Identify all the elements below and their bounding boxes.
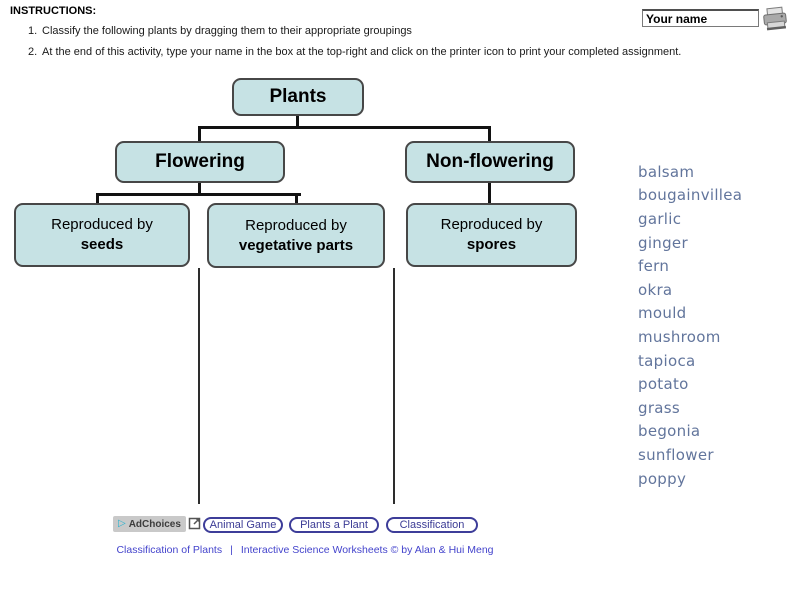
node-label-line2: vegetative parts [238, 236, 354, 254]
node-nonflowering[interactable]: Non-flowering [405, 141, 575, 183]
plant-item-okra[interactable]: okra [638, 280, 673, 299]
connector-level1-horizontal [198, 126, 491, 129]
instruction-number: 2. [28, 46, 38, 58]
footer-separator: | [230, 544, 233, 556]
connector-to-nonflowering [488, 126, 491, 142]
plant-item-sunflower[interactable]: sunflower [638, 445, 714, 464]
plant-item-bougainvillea[interactable]: bougainvillea [638, 186, 743, 205]
printer-icon[interactable] [760, 5, 791, 34]
column-divider-left [198, 268, 200, 504]
instruction-item-2: 2. At the end of this activity, type your… [28, 46, 681, 58]
adchoices-label: AdChoices [128, 518, 181, 530]
plant-item-tapioca[interactable]: tapioca [638, 351, 696, 370]
node-label: Flowering [155, 151, 245, 172]
node-label-line2: seeds [80, 236, 124, 253]
connector-to-seeds [96, 193, 99, 204]
plant-item-ginger[interactable]: ginger [638, 233, 688, 252]
nav-button-plants-a-plant[interactable]: Plants a Plant [289, 517, 379, 533]
plant-item-fern[interactable]: fern [638, 257, 670, 276]
nav-button-classification[interactable]: Classification [386, 517, 478, 533]
connector-level2-horizontal [96, 193, 301, 196]
node-label: Plants [269, 86, 327, 107]
plant-item-garlic[interactable]: garlic [638, 209, 682, 228]
connector-to-spores [488, 181, 491, 204]
node-plants: Plants [232, 78, 364, 116]
instructions-title: INSTRUCTIONS: [10, 5, 97, 17]
plant-item-balsam[interactable]: balsam [638, 162, 695, 181]
node-label-line1: Reproduced by [440, 216, 543, 233]
plant-item-mould[interactable]: mould [638, 304, 687, 323]
footer-title[interactable]: Classification of Plants [116, 544, 223, 556]
node-label-line2: spores [466, 236, 517, 253]
plant-item-grass[interactable]: grass [638, 398, 681, 417]
instruction-text: At the end of this activity, type your n… [42, 46, 682, 58]
connector-to-flowering [198, 126, 201, 142]
plant-item-poppy[interactable]: poppy [638, 469, 687, 488]
plant-item-mushroom[interactable]: mushroom [638, 327, 721, 346]
footer-credit: Classification of Plants | Interactive Sci… [0, 544, 610, 556]
connector-flowering-down [198, 181, 201, 195]
dropzone-vegetative-parts[interactable]: Reproduced by vegetative parts [207, 203, 385, 268]
adchoices-info-icon[interactable] [188, 515, 202, 530]
dropzone-spores[interactable]: Reproduced by spores [406, 203, 577, 267]
name-input[interactable] [642, 9, 759, 27]
instruction-number: 1. [28, 25, 38, 37]
dropzone-seeds[interactable]: Reproduced by seeds [14, 203, 190, 267]
connector-to-vegetative [295, 193, 298, 204]
column-divider-right [393, 268, 395, 504]
plant-item-potato[interactable]: potato [638, 375, 689, 394]
node-label: Non-flowering [426, 151, 554, 172]
adchoices-badge[interactable]: ▷ AdChoices [113, 516, 186, 532]
node-flowering[interactable]: Flowering [115, 141, 285, 183]
instruction-text: Classify the following plants by draggin… [42, 25, 412, 37]
adchoices-triangle-icon: ▷ [118, 518, 126, 529]
plant-item-begonia[interactable]: begonia [638, 422, 701, 441]
instruction-item-1: 1. Classify the following plants by dragg… [28, 25, 412, 37]
plant-name-list: balsam bougainvillea garlic ginger fern … [638, 160, 742, 490]
nav-button-animal-game[interactable]: Animal Game [203, 517, 283, 533]
footer-byline: Interactive Science Worksheets © by Alan… [240, 544, 494, 556]
node-label-line1: Reproduced by [245, 216, 347, 234]
connector-root [296, 115, 299, 128]
node-label-line1: Reproduced by [51, 216, 153, 233]
